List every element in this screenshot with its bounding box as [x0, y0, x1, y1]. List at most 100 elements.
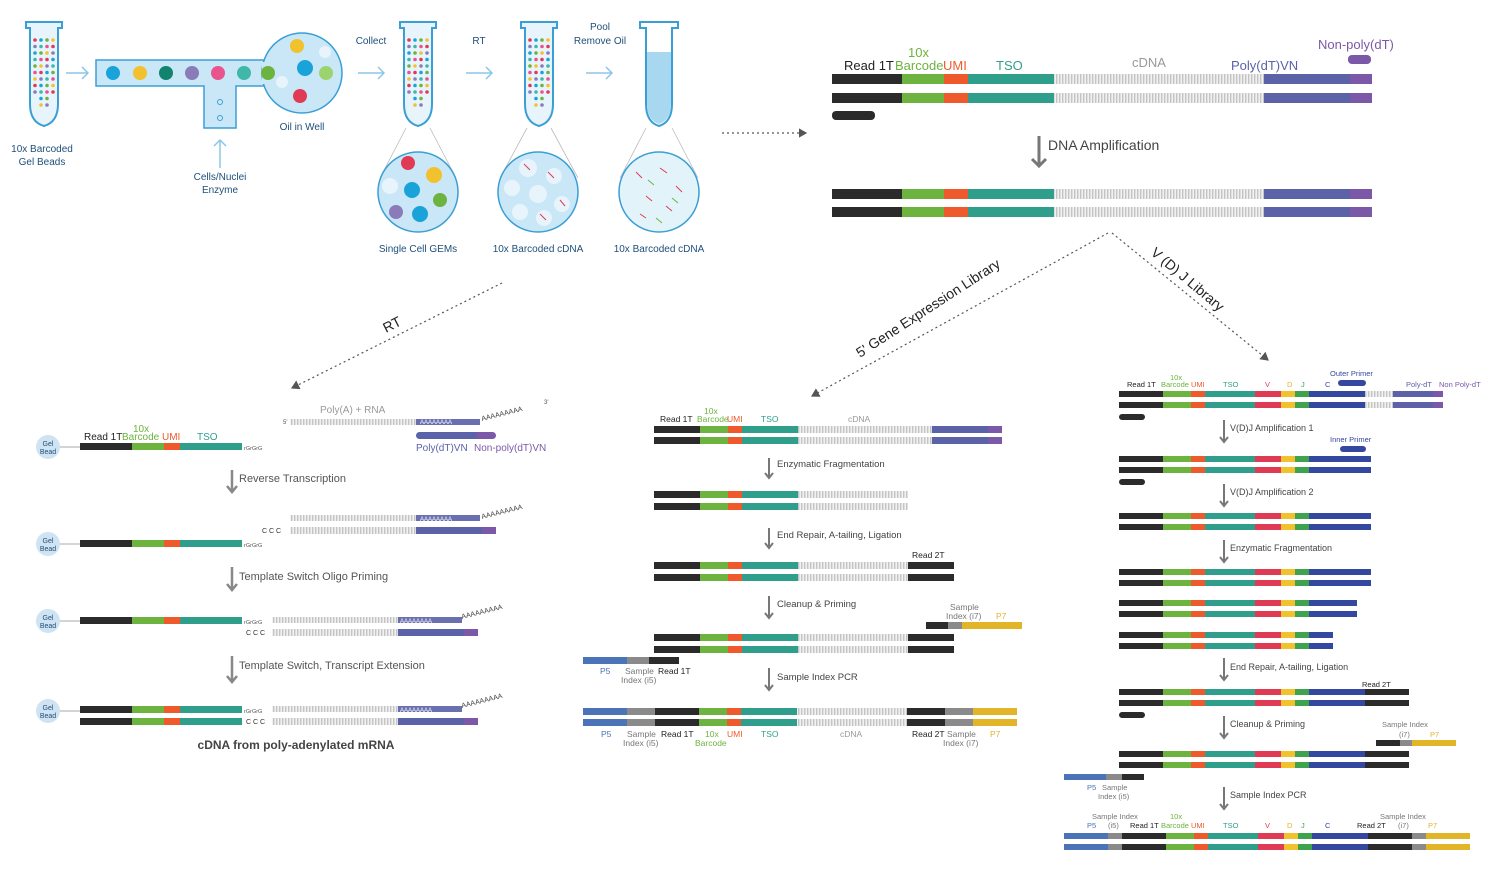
strand-segment	[1255, 580, 1281, 586]
strand-segment	[1119, 611, 1163, 617]
bead-dot	[419, 38, 423, 42]
down-arrow-icon	[1219, 787, 1229, 811]
polya-label: AAAAAAAA	[400, 708, 432, 714]
rt-branch-label: RT	[380, 313, 404, 336]
bead-dot	[546, 38, 550, 42]
bead-dot	[534, 64, 538, 68]
strand-segment	[1412, 740, 1456, 746]
polydtvn-label: Poly(dT)VN	[1231, 58, 1298, 73]
strand-segment	[1119, 524, 1163, 530]
strand-segment	[944, 189, 968, 199]
bead-dot	[534, 57, 538, 62]
strand-segment	[1208, 844, 1258, 850]
strand-segment	[1255, 643, 1281, 649]
strand-segment	[728, 503, 742, 510]
strand-cap	[1364, 74, 1372, 84]
strand-segment	[832, 189, 902, 199]
strand-segment	[1119, 700, 1163, 706]
strand-segment	[1309, 689, 1365, 695]
dna-strand	[80, 540, 242, 547]
bead-dot	[413, 103, 417, 107]
top-workflow: 10x Barcoded Gel Beads Oil in Well	[11, 21, 808, 255]
strand-segment	[1191, 762, 1205, 768]
strand-segment	[968, 74, 1054, 84]
mid-final-index-i5: Index (i5)	[623, 738, 659, 748]
strand-segment	[80, 617, 132, 624]
strand-segment	[1281, 689, 1295, 695]
bead-dot	[540, 51, 544, 55]
strand-segment	[932, 426, 988, 433]
bead-dot	[528, 70, 532, 75]
strand-segment	[1350, 189, 1372, 199]
strand-segment	[1163, 611, 1191, 617]
top-strand-group	[832, 55, 1372, 120]
bead-dot	[51, 44, 55, 49]
strand-segment	[728, 634, 742, 641]
strand-segment	[1119, 689, 1163, 695]
strand-segment	[727, 719, 741, 726]
strand-segment	[973, 719, 1017, 726]
strand-segment	[1284, 833, 1298, 839]
r-final-sample-index: Sample Index	[1092, 812, 1138, 821]
strand-segment	[1054, 74, 1264, 84]
strand-segment	[1365, 762, 1409, 768]
umi-label: UMI	[943, 58, 967, 73]
strand-segment	[1205, 467, 1255, 473]
strand-segment	[1309, 456, 1371, 462]
strand-segment	[1191, 580, 1205, 586]
strand-segment	[272, 706, 398, 712]
nonpoly-primer	[476, 432, 496, 439]
bead-dot	[413, 38, 417, 42]
bead-dot	[528, 38, 532, 42]
gel-bead-label: Bead	[40, 449, 56, 456]
dna-strand	[654, 503, 908, 510]
strand-segment	[1163, 600, 1191, 606]
strand-segment	[1122, 774, 1144, 780]
bead-dot	[419, 64, 423, 68]
dna-strand	[1119, 524, 1371, 530]
strand-segment	[132, 706, 164, 713]
gene-expression-branch-label: 5' Gene Expression Library	[853, 255, 1003, 360]
strand-segment	[741, 719, 797, 726]
barcoded-cdna-label-2: 10x Barcoded cDNA	[614, 244, 705, 255]
dna-strand	[832, 189, 1372, 199]
strand-segment	[1166, 844, 1194, 850]
strand-segment	[1284, 844, 1298, 850]
rgrgrg-label: rGrGrG	[244, 620, 262, 626]
tenx-label: 10x	[908, 45, 929, 60]
bead-dot	[407, 83, 411, 88]
bead-dot	[51, 70, 55, 75]
strand-segment	[1191, 456, 1205, 462]
strand-segment	[908, 646, 954, 653]
strand-segment	[1255, 762, 1281, 768]
strand-segment	[1255, 456, 1281, 462]
left-panel: Read 1T 10x Barcode UMI TSO Poly(A) + RN…	[36, 400, 548, 752]
gel-bead-circle	[36, 609, 60, 633]
strand-segment	[1295, 689, 1309, 695]
dna-strand	[654, 634, 954, 641]
strand-segment	[1393, 402, 1433, 408]
strand-segment	[132, 443, 164, 450]
bead-dot	[546, 51, 550, 55]
strand-segment	[700, 634, 728, 641]
strand-segment	[1264, 207, 1350, 217]
strand-segment	[1191, 643, 1205, 649]
strand-segment	[1119, 580, 1163, 586]
dna-strand	[1119, 467, 1371, 473]
bead-dot	[534, 44, 538, 49]
dna-strand	[1119, 402, 1443, 408]
strand-segment	[1365, 751, 1409, 757]
r-p7-label: P7	[1430, 730, 1439, 739]
r-v-label: V	[1265, 380, 1270, 389]
bead-dot	[33, 77, 37, 81]
strand-segment	[699, 708, 727, 715]
strand-segment	[1368, 844, 1412, 850]
primer-bar	[1119, 414, 1145, 420]
strand-segment	[164, 706, 180, 713]
strand-segment	[1054, 189, 1264, 199]
strand-segment	[1163, 632, 1191, 638]
dna-strand	[80, 443, 242, 450]
strand-segment	[1309, 751, 1365, 757]
strand-segment	[1281, 580, 1295, 586]
